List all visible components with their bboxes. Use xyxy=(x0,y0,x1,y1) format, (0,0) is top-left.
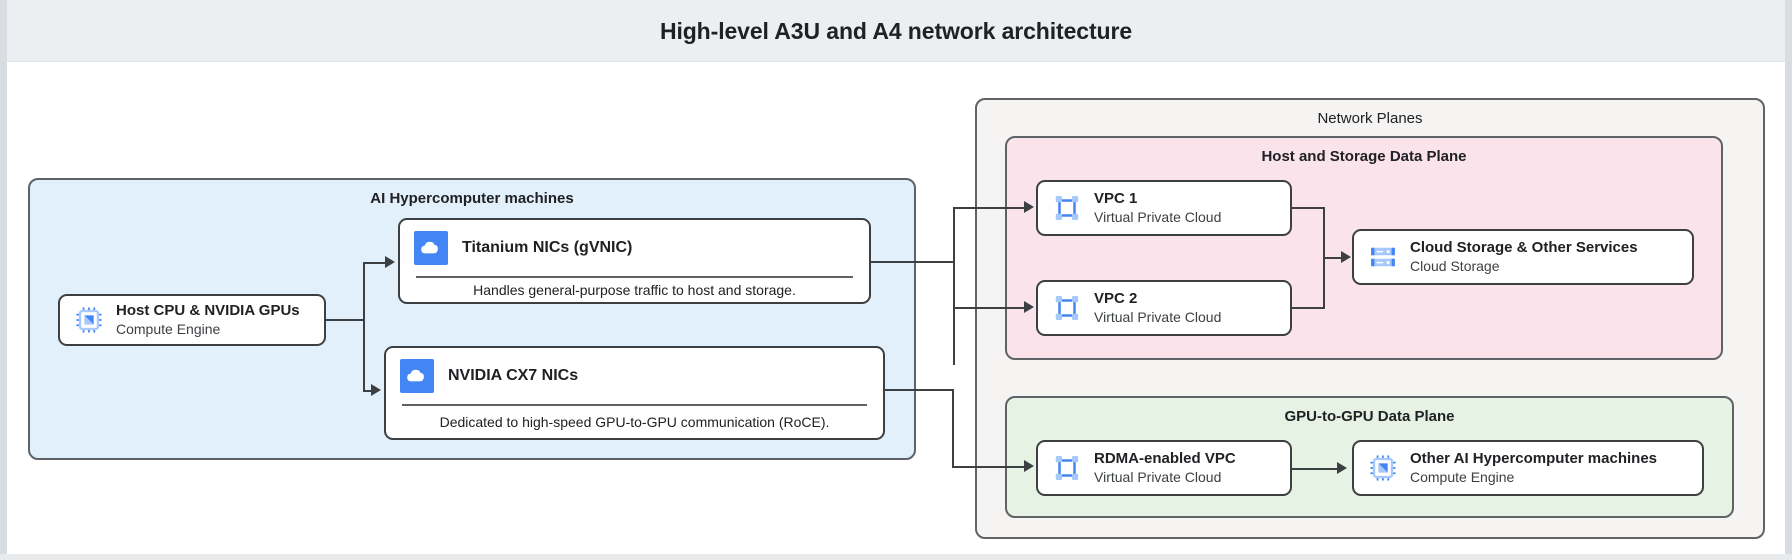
connector-bus-to-rdma-vpc xyxy=(952,466,1026,468)
node-rdma-enabled-vpc-title: RDMA-enabled VPC xyxy=(1094,449,1236,467)
node-rdma-enabled-vpc[interactable]: RDMA-enabled VPC Virtual Private Cloud xyxy=(1036,440,1292,496)
node-other-machines-subtitle: Compute Engine xyxy=(1410,468,1515,485)
connector-vpc2-out xyxy=(1292,307,1325,309)
node-cloud-storage-text: Cloud Storage & Other Services Cloud Sto… xyxy=(1410,239,1638,275)
panel-gpu-plane-title: GPU-to-GPU Data Plane xyxy=(1284,408,1455,425)
connector-cx7-bus xyxy=(952,389,954,468)
node-host-cpu-text: Host CPU & NVIDIA GPUs Compute Engine xyxy=(116,302,300,338)
node-nvidia-cx7-nics-header: NVIDIA CX7 NICs xyxy=(386,348,883,404)
arrowhead-to-cloud-storage xyxy=(1341,251,1351,263)
node-vpc-2[interactable]: VPC 2 Virtual Private Cloud xyxy=(1036,280,1292,336)
left-edge-gutter xyxy=(0,0,7,560)
arrowhead-to-vpc1 xyxy=(1024,201,1034,213)
arrowhead-to-titanium xyxy=(385,256,395,268)
node-vpc-1-text: VPC 1 Virtual Private Cloud xyxy=(1094,190,1221,226)
node-vpc-2-subtitle: Virtual Private Cloud xyxy=(1094,308,1222,325)
node-nvidia-cx7-nics[interactable]: NVIDIA CX7 NICs Dedicated to high-speed … xyxy=(384,346,885,440)
connector-hostcpu-stem xyxy=(326,319,364,321)
node-other-ai-hypercomputer-machines[interactable]: Other AI Hypercomputer machines Compute … xyxy=(1352,440,1704,496)
vpc-icon xyxy=(1052,453,1082,483)
panel-network-planes-title: Network Planes xyxy=(1317,110,1423,127)
node-titanium-nics-title: Titanium NICs (gVNIC) xyxy=(462,239,633,256)
arrowhead-to-cx7 xyxy=(371,384,381,396)
node-rdma-enabled-vpc-subtitle: Virtual Private Cloud xyxy=(1094,468,1222,485)
connector-bus-to-vpc1 xyxy=(953,207,1026,209)
node-vpc-2-title: VPC 2 xyxy=(1094,289,1138,307)
node-titanium-nics[interactable]: Titanium NICs (gVNIC) Handles general-pu… xyxy=(398,218,871,304)
connector-titanium-out xyxy=(871,261,955,263)
connector-merge-to-cloud-storage xyxy=(1323,257,1343,259)
node-host-cpu[interactable]: Host CPU & NVIDIA GPUs Compute Engine xyxy=(58,294,326,346)
panel-host-storage-title: Host and Storage Data Plane xyxy=(1261,148,1467,165)
vpc-icon xyxy=(1052,193,1082,223)
node-other-machines-text: Other AI Hypercomputer machines Compute … xyxy=(1410,450,1657,486)
connector-titanium-bus xyxy=(953,207,955,365)
cloud-icon xyxy=(414,231,448,265)
node-titanium-nics-description: Handles general-purpose traffic to host … xyxy=(473,282,796,298)
node-titanium-nics-divider xyxy=(416,276,853,278)
connector-hostcpu-down-riser xyxy=(363,319,365,392)
arrowhead-to-vpc2 xyxy=(1024,301,1034,313)
node-vpc-1[interactable]: VPC 1 Virtual Private Cloud xyxy=(1036,180,1292,236)
bottom-edge-gutter xyxy=(0,554,1792,560)
compute-engine-icon xyxy=(74,305,104,335)
header-bar: High-level A3U and A4 network architectu… xyxy=(0,0,1792,62)
node-nvidia-cx7-nics-title: NVIDIA CX7 NICs xyxy=(448,367,579,384)
node-rdma-enabled-vpc-text: RDMA-enabled VPC Virtual Private Cloud xyxy=(1094,450,1236,486)
vpc-icon xyxy=(1052,293,1082,323)
page-title: High-level A3U and A4 network architectu… xyxy=(659,17,1133,44)
right-edge-gutter xyxy=(1785,0,1792,560)
node-nvidia-cx7-nics-description: Dedicated to high-speed GPU-to-GPU commu… xyxy=(439,414,830,430)
node-vpc-2-text: VPC 2 Virtual Private Cloud xyxy=(1094,290,1221,326)
panel-ai-title: AI Hypercomputer machines xyxy=(370,190,574,207)
node-host-cpu-subtitle: Compute Engine xyxy=(116,320,221,337)
connector-cx7-out xyxy=(885,389,954,391)
arrowhead-to-rdma-vpc xyxy=(1024,460,1034,472)
arrowhead-to-other-machines xyxy=(1337,462,1347,474)
node-vpc-1-subtitle: Virtual Private Cloud xyxy=(1094,208,1222,225)
node-cloud-storage[interactable]: Cloud Storage & Other Services Cloud Sto… xyxy=(1352,229,1694,285)
node-host-cpu-title: Host CPU & NVIDIA GPUs xyxy=(116,301,300,319)
node-titanium-nics-header: Titanium NICs (gVNIC) xyxy=(400,220,869,276)
node-vpc-1-title: VPC 1 xyxy=(1094,189,1138,207)
connector-bus-to-vpc2 xyxy=(953,307,1026,309)
node-other-machines-title: Other AI Hypercomputer machines xyxy=(1410,449,1658,467)
connector-hostcpu-to-titanium xyxy=(363,262,385,264)
connector-vpc1-out xyxy=(1292,207,1325,209)
compute-engine-icon xyxy=(1368,453,1398,483)
connector-hostcpu-up-riser xyxy=(363,262,365,320)
cloud-icon xyxy=(400,359,434,393)
connector-hostcpu-to-cx7 xyxy=(363,390,371,392)
node-cloud-storage-subtitle: Cloud Storage xyxy=(1410,257,1500,274)
connector-rdma-to-other-machines xyxy=(1292,468,1338,470)
cloud-storage-icon xyxy=(1368,242,1398,272)
node-cloud-storage-title: Cloud Storage & Other Services xyxy=(1410,238,1638,256)
node-nvidia-cx7-nics-divider xyxy=(402,404,867,406)
